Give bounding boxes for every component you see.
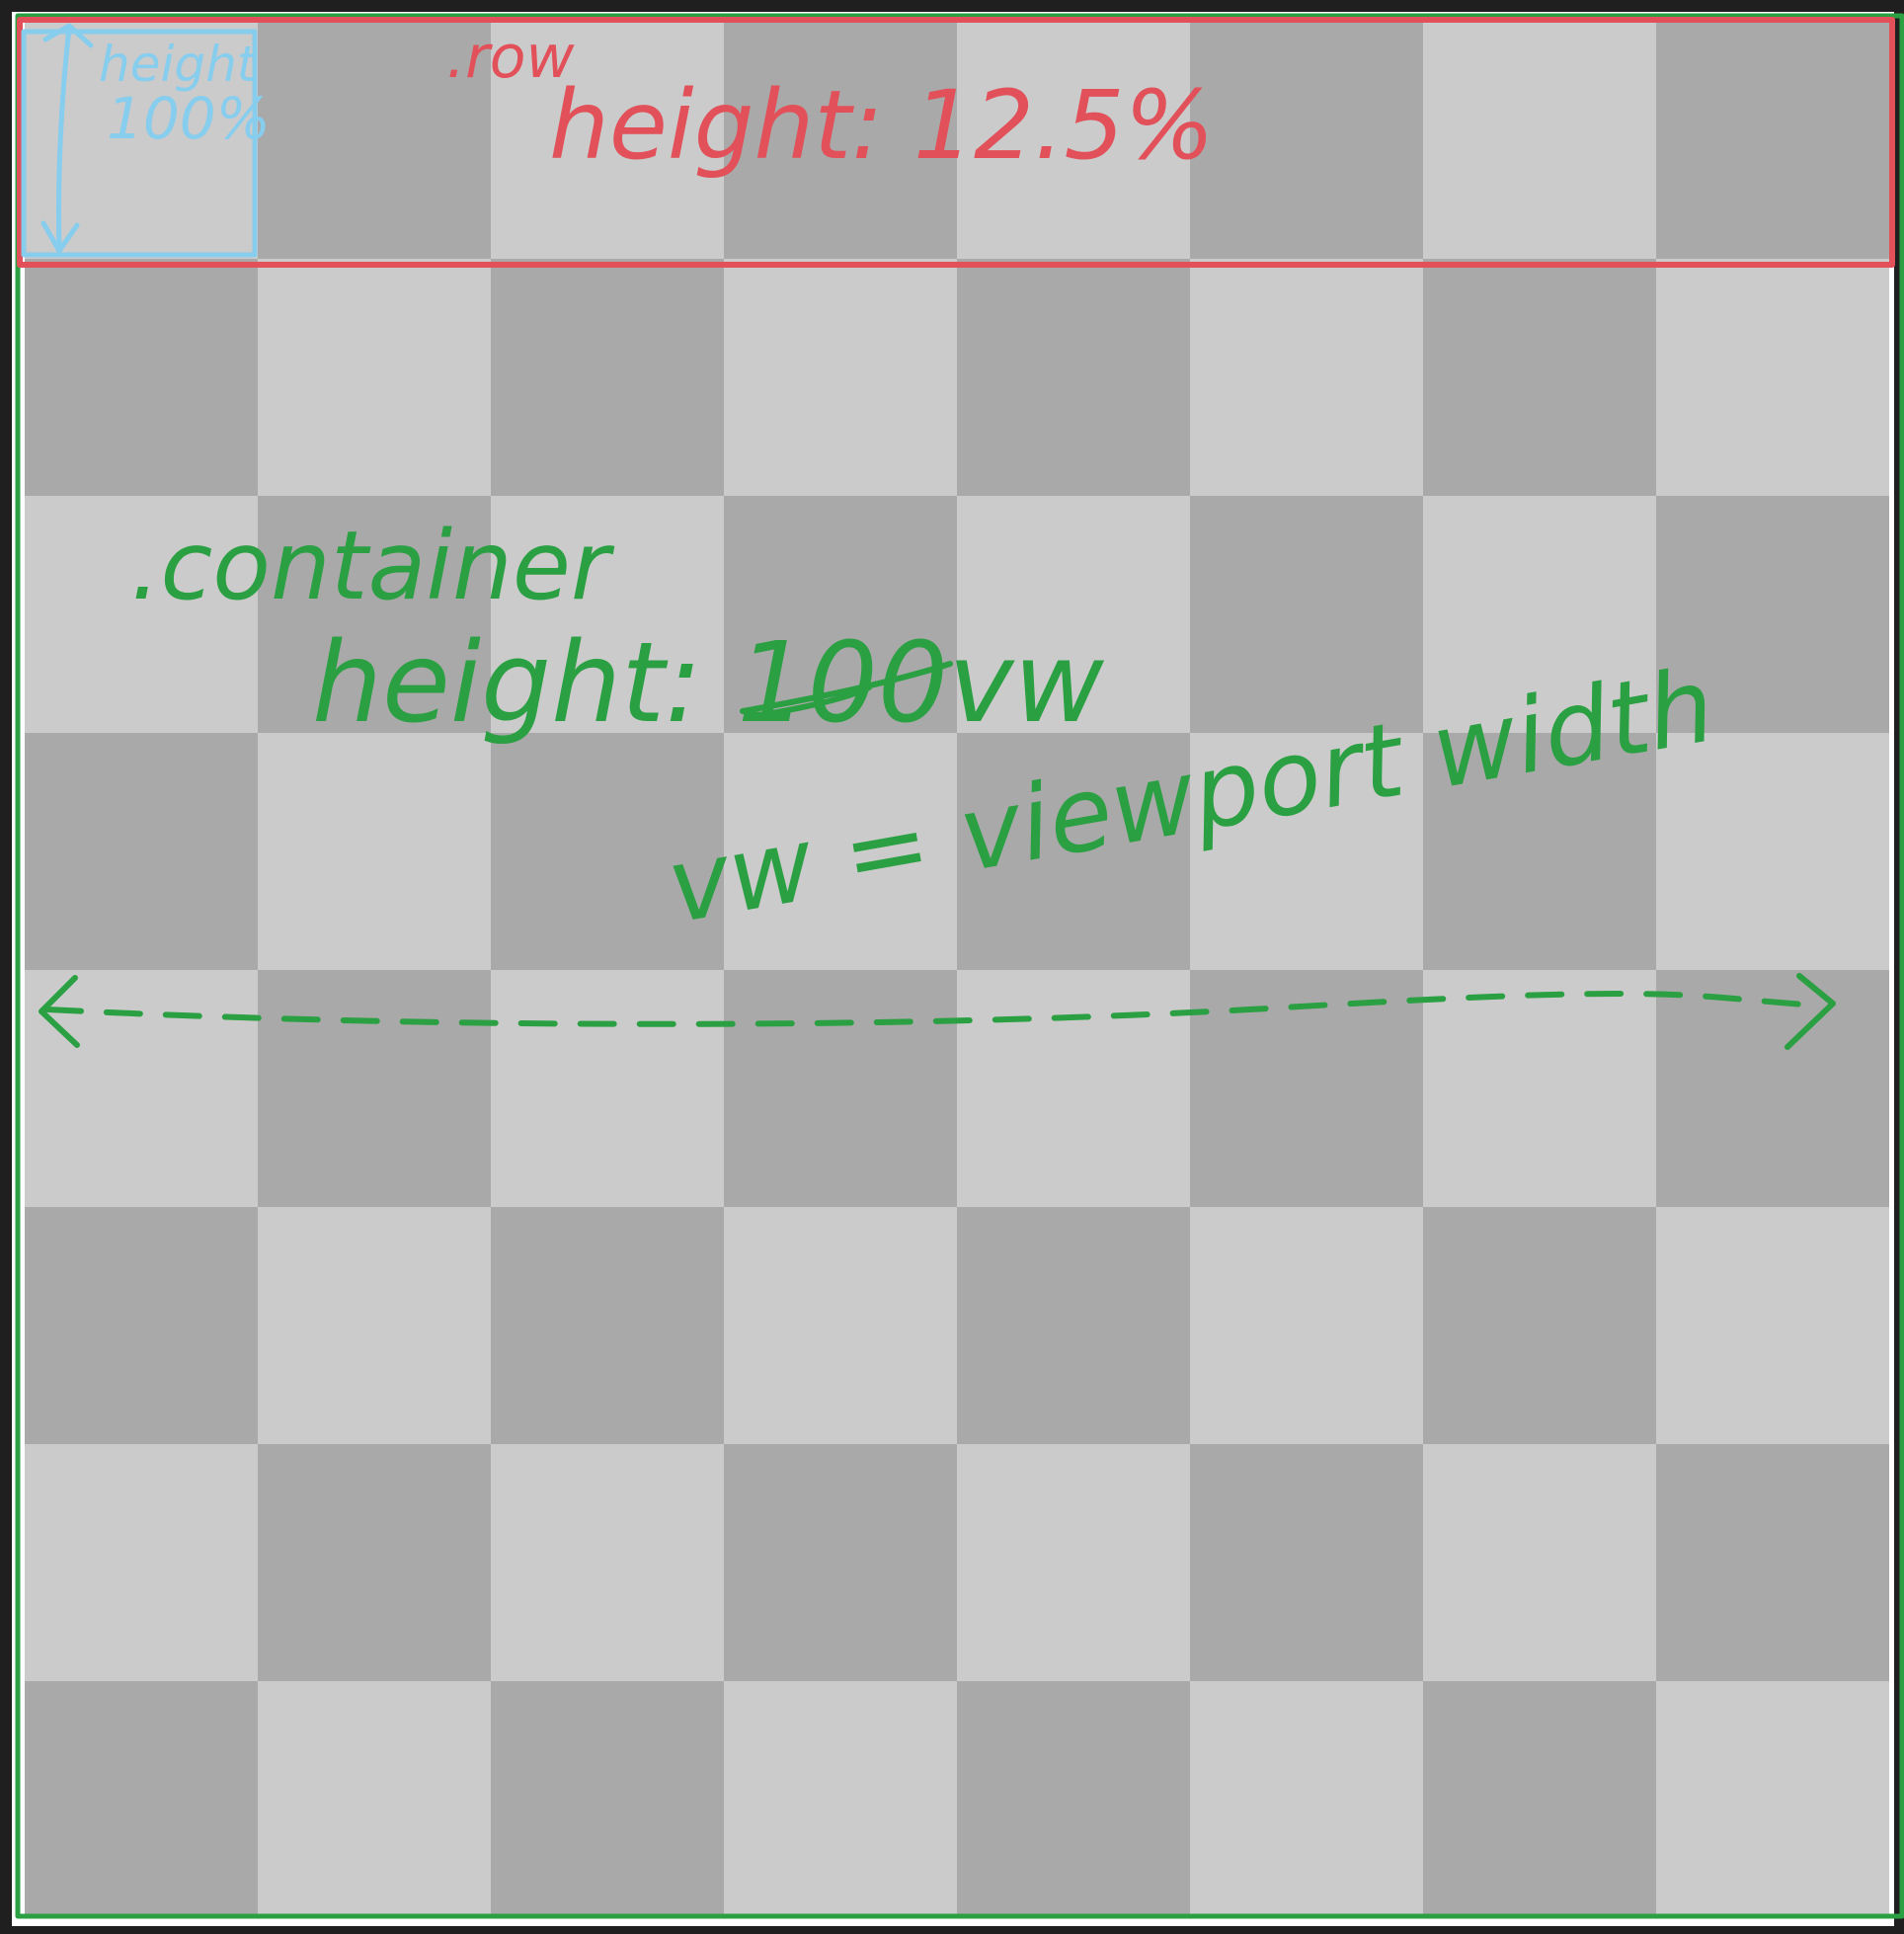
board-square-dark [1423,1207,1656,1444]
board-square-dark [1423,1681,1656,1918]
board-square-dark [491,1207,724,1444]
board-square-dark [1656,1444,1889,1681]
board-square-dark [25,733,258,970]
container-selector-label: .container [130,511,615,621]
board-square-light [491,22,724,259]
container-outline [15,13,1904,1919]
board-square-dark [1656,22,1889,259]
viewport-width-arrow [39,973,1836,1050]
board-square-light [1190,259,1423,496]
board-square-light [724,733,957,970]
board-square-dark [1190,1444,1423,1681]
board-square-dark [258,22,491,259]
board-square-light [724,259,957,496]
board-square-dark [258,970,491,1207]
board-square-light [258,1681,491,1918]
cell-height-label: height [99,36,259,93]
board-square-light [957,496,1190,733]
row-outline [17,17,1895,268]
board-square-light [957,970,1190,1207]
checkerboard [25,22,1889,1918]
board-square-dark [1190,496,1423,733]
container-height-rule: height: 100vw [312,619,1104,748]
board-square-dark [1656,496,1889,733]
cell-height-value: 100% [107,85,271,152]
board-square-light [258,733,491,970]
board-square-dark [1190,22,1423,259]
board-square-dark [957,733,1190,970]
vw-underline [740,661,953,720]
board-square-light [258,259,491,496]
board-square-dark [491,1681,724,1918]
board-square-dark [1423,259,1656,496]
board-square-dark [491,733,724,970]
board-square-dark [957,1207,1190,1444]
board-square-light [491,1444,724,1681]
board-square-light [1656,733,1889,970]
board-square-light [1423,1444,1656,1681]
board-square-light [1656,1207,1889,1444]
board-square-dark [957,259,1190,496]
cell-outline [21,29,258,258]
row-height-rule: height: 12.5% [549,70,1215,181]
board-square-light [1190,1207,1423,1444]
board-square-light [258,1207,491,1444]
board-square-dark [25,1207,258,1444]
board-square-dark [724,1444,957,1681]
board-square-light [1423,496,1656,733]
board-square-light [1656,259,1889,496]
board-square-light [957,22,1190,259]
board-square-dark [1423,733,1656,970]
board-square-dark [258,496,491,733]
board-square-light [1656,1681,1889,1918]
board-square-light [1190,733,1423,970]
board-square-dark [25,1681,258,1918]
row-selector-label: .row [446,23,575,92]
board-square-light [491,970,724,1207]
board-square-dark [1656,970,1889,1207]
board-square-light [1190,1681,1423,1918]
board-square-dark [258,1444,491,1681]
board-square-light [1423,22,1656,259]
board-square-light [724,1207,957,1444]
board-square-dark [1190,970,1423,1207]
board-square-light [957,1444,1190,1681]
board-square-dark [724,22,957,259]
board-square-dark [491,259,724,496]
board-square-dark [724,970,957,1207]
board-square-dark [25,259,258,496]
board-square-light [25,1444,258,1681]
board-square-dark [957,1681,1190,1918]
board-square-light [491,496,724,733]
board-square-light [25,496,258,733]
board-square-light [1423,970,1656,1207]
cell-height-arrow [40,23,94,254]
board-square-light [724,1681,957,1918]
